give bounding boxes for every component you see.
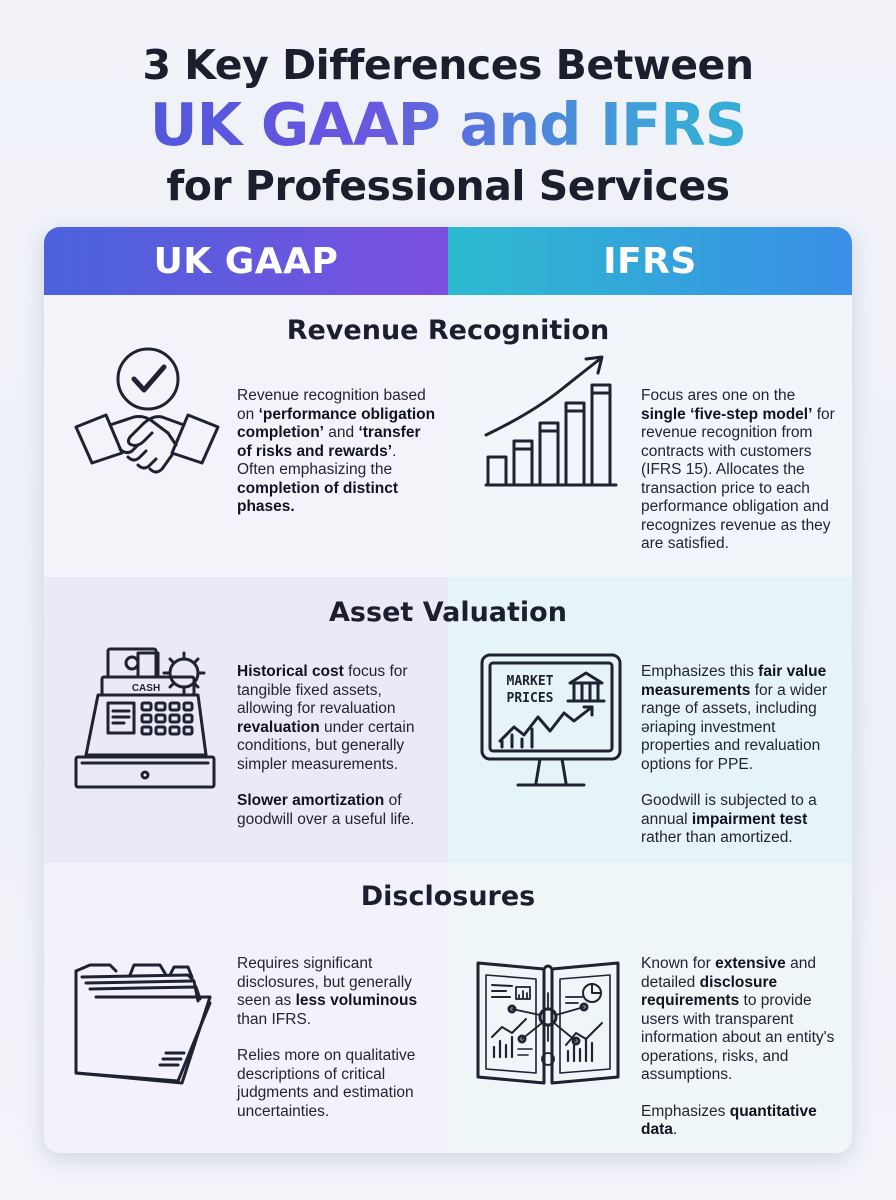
text-run: and: [323, 424, 359, 441]
row-asset-valuation: Asset Valuation CASH Histori: [44, 577, 852, 863]
uk-gaap-asset-text: Historical cost focus for tangible fixed…: [237, 663, 437, 829]
bold-text: fair value measurements: [641, 663, 827, 699]
text-run: .: [672, 1121, 678, 1138]
paragraph: Revenue recognition based on ‘performanc…: [237, 387, 437, 517]
text-run: under certain conditions, but generally …: [237, 718, 415, 773]
bold-text: Historical cost: [237, 663, 344, 680]
text-run: than IFRS.: [237, 1010, 312, 1028]
ifrs-asset-text: Emphasizes this fair value measurements …: [641, 663, 836, 848]
uk-gaap-disclosures-text: Requires significant disclosures, but ge…: [237, 955, 437, 1121]
bold-text: revaluation: [237, 718, 320, 736]
bold-text: quantitative data: [641, 1102, 817, 1139]
title-line-2: UK GAAP and IFRS: [0, 92, 896, 158]
paragraph: Emphasizes this fair value measurements …: [641, 663, 836, 774]
text-run: Revenue recognition based on: [237, 387, 426, 423]
growth-bar-chart-icon: [482, 349, 622, 489]
title-line-3: for Professional Services: [166, 162, 730, 210]
data-report-folder-icon: [472, 949, 624, 1089]
cash-label: CASH: [132, 683, 160, 694]
text-run: and detailed: [641, 955, 816, 991]
prices-label: PRICES: [507, 691, 554, 706]
text-run: . Often emphasizing the: [237, 442, 397, 479]
row-disclosures: Disclosures Requires significant disclos…: [44, 863, 852, 1153]
text-run: of goodwill over a useful life.: [237, 792, 415, 828]
handshake-check-icon: [72, 345, 222, 495]
bold-text: completion of distinct phases.: [237, 479, 399, 516]
paragraph: Emphasizes quantitative data.: [641, 1103, 836, 1140]
market-prices-monitor-icon: MARKET PRICES: [478, 647, 624, 797]
row-title: Revenue Recognition: [286, 315, 610, 346]
text-run: Relies more on qualitative descriptions …: [237, 1047, 416, 1120]
file-folder-icon: [70, 953, 220, 1093]
paragraph: Focus ares one on the single ‘five-step …: [641, 387, 836, 554]
text-run: to provide users with transparent inform…: [641, 992, 835, 1083]
column-header-uk-gaap: UK GAAP: [44, 227, 448, 295]
bold-text: Slower amortization: [237, 792, 385, 809]
bold-text: less voluminous: [295, 992, 418, 1009]
title-line-1: 3 Key Differences Between: [142, 41, 754, 89]
text-run: Goodwill is subjected to a annual: [641, 792, 817, 828]
paragraph: Slower amortization of goodwill over a u…: [237, 792, 437, 829]
row-title: Asset Valuation: [329, 597, 567, 628]
text-run: focus for tangible fixed assets, allowin…: [237, 663, 408, 717]
bold-text: single ‘five-step model’: [641, 405, 813, 423]
text-run: Focus ares one on the: [641, 387, 796, 404]
column-header-ifrs: IFRS: [448, 227, 852, 295]
text-run: Emphasizes: [641, 1102, 730, 1120]
bold-text: impairment test: [691, 810, 808, 828]
cash-register-icon: CASH: [72, 643, 218, 791]
infographic-title: 3 Key Differences Between UK GAAP and IF…: [0, 38, 896, 214]
uk-gaap-revenue-text: Revenue recognition based on ‘performanc…: [237, 387, 437, 517]
text-run: for a wider range of assets, including ǝ…: [641, 681, 828, 773]
market-label: MARKET: [507, 674, 554, 689]
paragraph: Historical cost focus for tangible fixed…: [237, 663, 437, 774]
ifrs-revenue-text: Focus ares one on the single ‘five-step …: [641, 387, 836, 554]
text-run: Requires significant disclosures, but ge…: [237, 955, 412, 1009]
paragraph: Relies more on qualitative descriptions …: [237, 1047, 437, 1121]
paragraph: Goodwill is subjected to a annual impair…: [641, 792, 836, 848]
text-run: Emphasizes this: [641, 663, 759, 680]
text-run: for revenue recognition from contracts w…: [641, 405, 835, 553]
bold-text: ‘performance obligation completion’: [237, 405, 436, 442]
ifrs-disclosures-text: Known for extensive and detailed disclos…: [641, 955, 836, 1140]
paragraph: Requires significant disclosures, but ge…: [237, 955, 437, 1029]
row-title: Disclosures: [360, 881, 536, 912]
row-revenue-recognition: Revenue Recognition Revenue recognition …: [44, 295, 852, 577]
bold-text: disclosure requirements: [641, 973, 778, 1010]
comparison-card: UK GAAP IFRS Revenue Recognition Revenue…: [44, 227, 852, 1153]
bold-text: ‘transfer of risks and rewards’: [237, 424, 421, 460]
text-run: rather than amortized.: [641, 829, 793, 846]
bold-text: extensive: [715, 955, 786, 972]
paragraph: Known for extensive and detailed disclos…: [641, 955, 836, 1085]
text-run: Known for: [641, 955, 716, 972]
